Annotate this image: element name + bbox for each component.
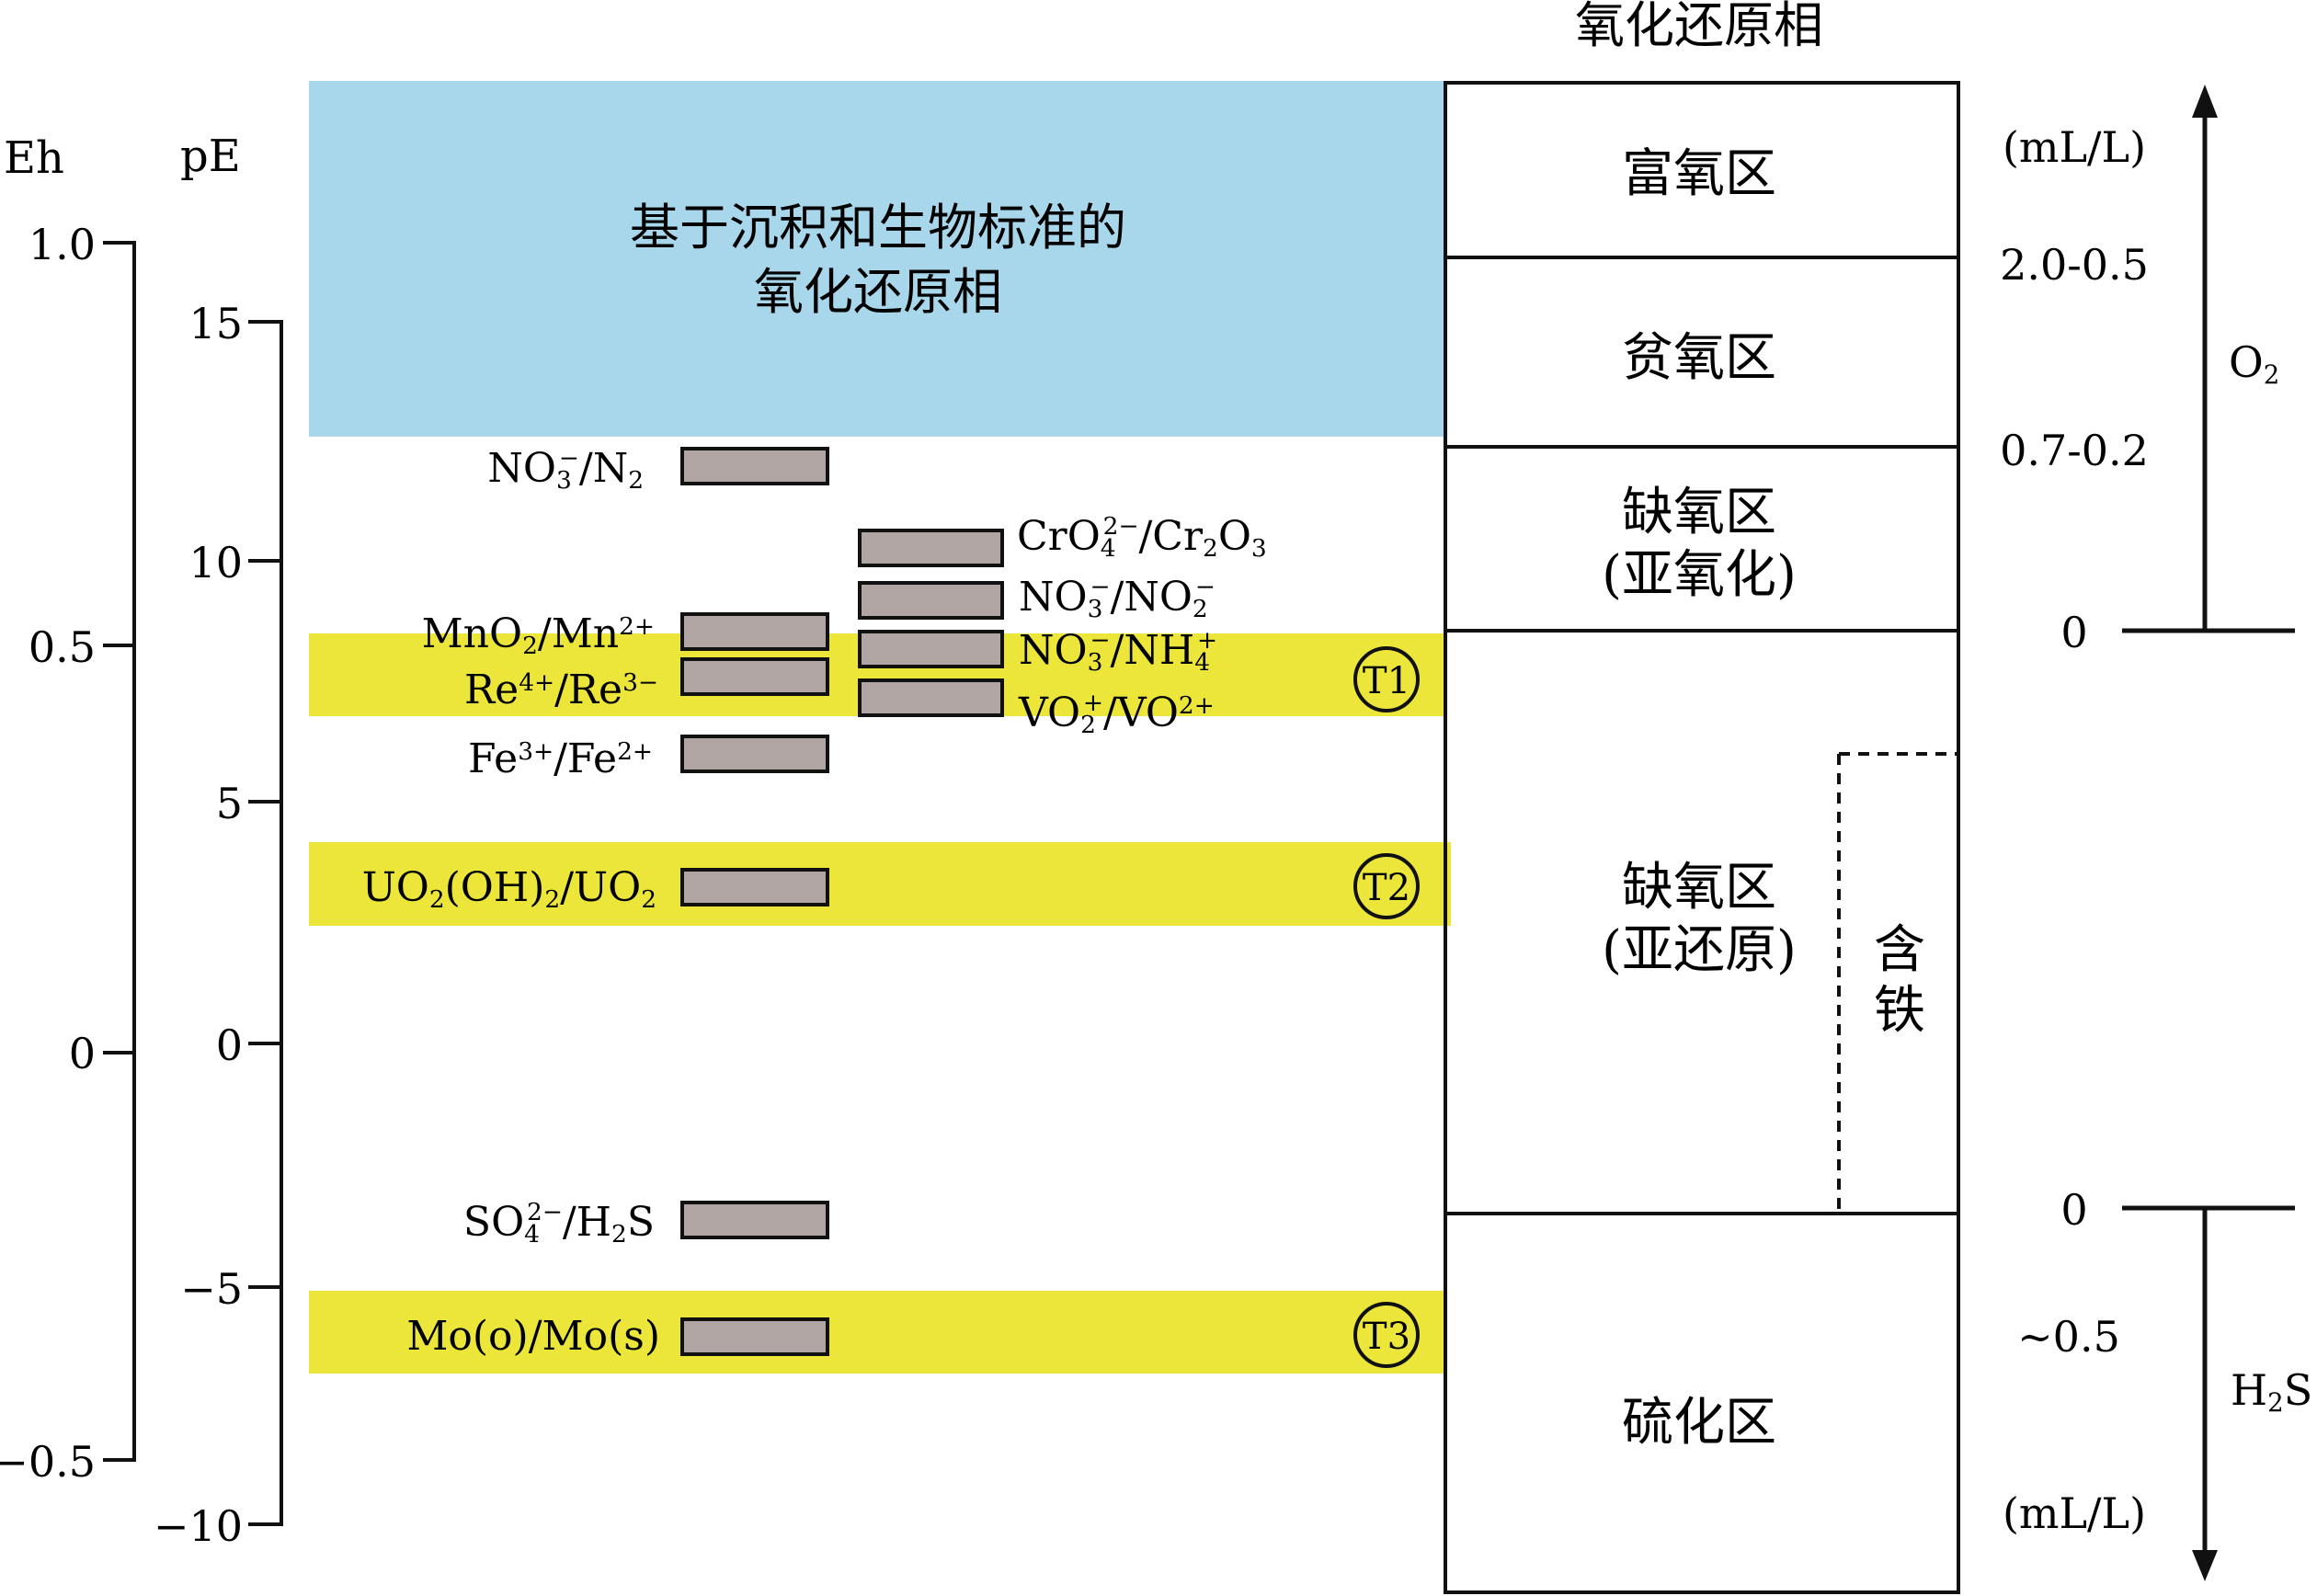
oxic-criteria-band <box>309 81 1444 437</box>
o2-value-1: 2.0-0.5 <box>2000 240 2149 290</box>
box-cro4 <box>858 529 1004 567</box>
label-mno2-mn: MnO2/Mn2+ <box>422 610 655 660</box>
criteria-title-line2: 氧化还原相 <box>754 263 1002 321</box>
o2-arrow <box>2122 85 2295 633</box>
h2s-label: H2S <box>2231 1365 2312 1418</box>
threshold-t3-label: T3 <box>1363 1316 1410 1358</box>
zone-ferruginous-1: 含 <box>1874 920 1925 980</box>
eh-axis <box>103 241 136 1462</box>
ferruginous-subzone <box>1837 752 1958 1212</box>
box-fe <box>680 735 829 773</box>
box-vo2 <box>858 678 1004 717</box>
label-so4-h2s: SO42−/H2S <box>463 1198 655 1248</box>
pe-tick-4: 0 <box>216 1020 243 1070</box>
eh-tick-3: 0 <box>69 1029 96 1078</box>
h2s-zero: 0 <box>2060 1185 2087 1235</box>
eh-tick-2: 0.5 <box>29 622 96 672</box>
label-no3-no2: NO3−/NO2− <box>1019 573 1216 622</box>
pe-tick-5: −5 <box>180 1264 243 1314</box>
zone-anoxic: 缺氧区 <box>1622 858 1776 918</box>
pe-tick-6: −10 <box>154 1501 243 1551</box>
pe-tick-1: 15 <box>188 299 243 348</box>
t2-band <box>309 842 1451 926</box>
eh-tick-4: −0.5 <box>0 1437 96 1487</box>
label-uo2: UO2(OH)2/UO2 <box>362 864 656 914</box>
zone-ferruginous-2: 铁 <box>1874 981 1925 1041</box>
box-mno2-mn <box>680 612 829 651</box>
box-uo2 <box>680 868 829 906</box>
label-vo2: VO2+/VO2+ <box>1018 689 1215 738</box>
threshold-t1: T1 <box>1353 646 1420 712</box>
pe-axis <box>248 320 283 1526</box>
h2s-arrow <box>2122 1205 2295 1581</box>
label-re: Re4+/Re3− <box>464 667 658 713</box>
unit-bottom: (mL/L) <box>2003 1488 2146 1538</box>
box-no3-n2 <box>680 447 829 485</box>
zone-anoxic-note: (亚还原) <box>1602 920 1797 980</box>
o2-zero: 0 <box>2060 608 2087 657</box>
threshold-t2: T2 <box>1353 853 1420 919</box>
label-no3-nh4: NO3−/NH4+ <box>1019 626 1217 676</box>
box-no3-no2 <box>858 581 1004 620</box>
label-cro4: CrO42−/Cr2O3 <box>1017 512 1267 562</box>
label-fe: Fe3+/Fe2+ <box>468 735 653 782</box>
unit-top: (mL/L) <box>2003 122 2146 172</box>
box-so4-h2s <box>680 1201 829 1239</box>
label-no3-n2: NO3−/N2 <box>487 444 644 494</box>
box-no3-nh4 <box>858 630 1004 668</box>
threshold-t3: T3 <box>1353 1302 1420 1368</box>
label-mo: Mo(o)/Mo(s) <box>406 1313 660 1360</box>
zone-euxinic: 硫化区 <box>1622 1393 1776 1453</box>
couple-boxes-left <box>680 447 829 1356</box>
pe-tick-2: 10 <box>188 538 243 587</box>
facies-column <box>1444 81 1960 1594</box>
box-re <box>680 657 829 696</box>
eh-axis-label: Eh <box>4 132 64 184</box>
o2-value-2: 0.7-0.2 <box>2000 426 2149 475</box>
pe-axis-label: pE <box>180 131 241 182</box>
box-mo <box>680 1317 829 1356</box>
eh-tick-1: 1.0 <box>29 220 96 269</box>
pe-tick-3: 5 <box>216 779 243 828</box>
zone-dysoxic: 贫氧区 <box>1622 328 1776 388</box>
facies-title: 氧化还原相 <box>1575 0 1823 54</box>
t3-band <box>309 1291 1444 1374</box>
zone-suboxic: 缺氧区 <box>1622 483 1776 542</box>
threshold-t1-label: T1 <box>1363 660 1410 702</box>
zone-suboxic-note: (亚氧化) <box>1602 545 1797 605</box>
zone-oxic: 富氧区 <box>1622 144 1776 204</box>
threshold-t2-label: T2 <box>1363 867 1410 909</box>
criteria-title-line1: 基于沉积和生物标准的 <box>630 199 1126 256</box>
couple-boxes-right <box>858 529 1004 717</box>
o2-label: O2 <box>2229 337 2279 390</box>
h2s-value: ~0.5 <box>2017 1312 2120 1362</box>
